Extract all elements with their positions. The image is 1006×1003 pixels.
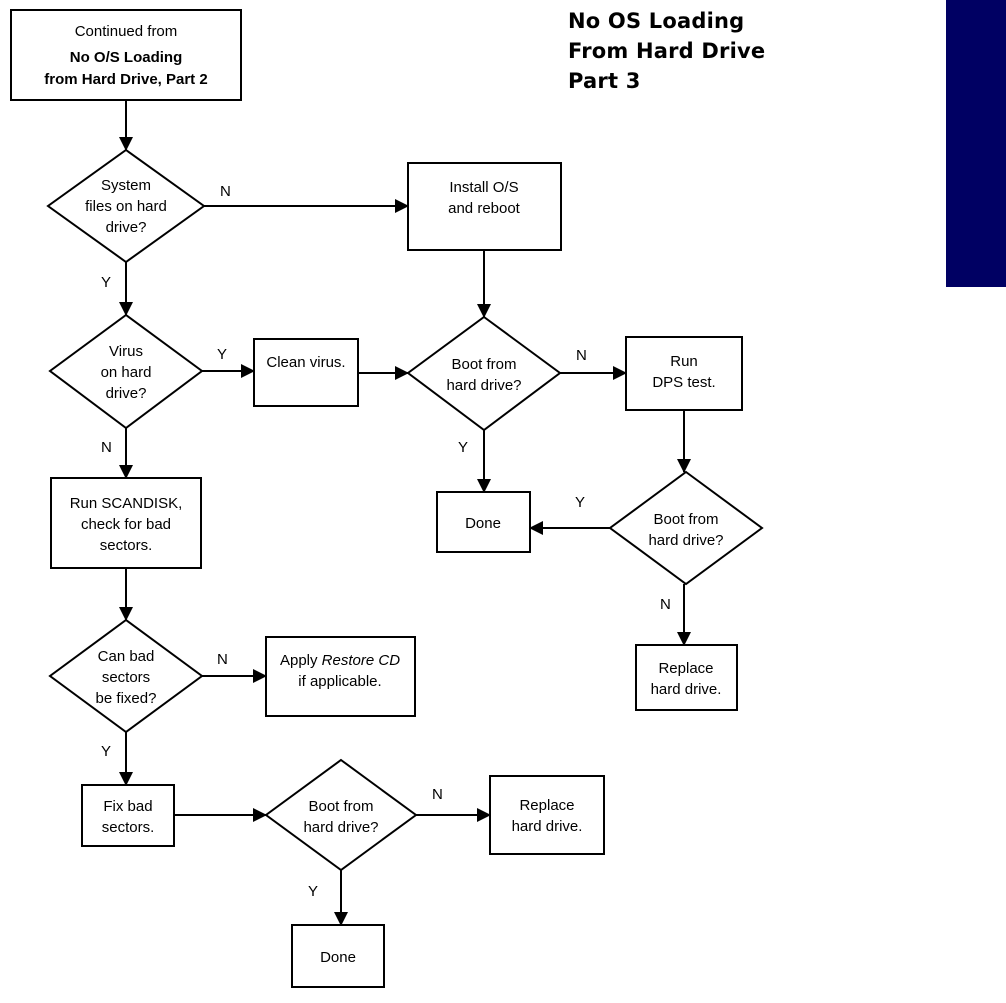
virus-line-2: on hard (101, 364, 152, 381)
system-files-line-2: files on hard (85, 198, 167, 215)
label-system-files-y: Y (101, 274, 111, 291)
apply-restore-italic: Restore CD (322, 652, 401, 669)
start-line-3: from Hard Drive, Part 2 (44, 71, 207, 88)
virus-line-1: Virus (109, 343, 143, 360)
boot1-line-2: hard drive? (446, 377, 521, 394)
replace2-line-1: Replace (519, 797, 574, 814)
apply-restore-box (265, 636, 416, 717)
can-fix-line-3: be fixed? (96, 690, 157, 707)
system-files-decision (46, 148, 206, 264)
label-boot1-y: Y (458, 439, 468, 456)
page-title: No OS Loading From Hard Drive Part 3 (568, 6, 765, 96)
fix-bad-line-2: sectors. (102, 819, 155, 836)
can-fix-line-1: Can bad (98, 648, 155, 665)
done1-box (436, 491, 531, 553)
replace1-line-2: hard drive. (651, 681, 722, 698)
start-line-2: No O/S Loading (70, 49, 183, 66)
run-scandisk-line-2: check for bad (81, 516, 171, 533)
fix-bad-box (81, 784, 175, 847)
boot1-line-1: Boot from (451, 356, 516, 373)
replace1-box (635, 644, 738, 711)
install-os-line-2: and reboot (448, 200, 521, 217)
title-line-1: No OS Loading (568, 9, 745, 33)
boot3-line-1: Boot from (308, 798, 373, 815)
install-os-line-1: Install O/S (449, 179, 518, 196)
apply-restore-line-1: Apply Restore CD (280, 652, 400, 669)
boot2-decision (608, 470, 764, 586)
fix-bad-line-1: Fix bad (103, 798, 152, 815)
label-boot1-n: N (576, 347, 587, 364)
system-files-line-3: drive? (106, 219, 147, 236)
label-can-fix-n: N (217, 651, 228, 668)
done2-box (291, 924, 385, 988)
start-line-1: Continued from (75, 23, 178, 40)
label-virus-y: Y (217, 346, 227, 363)
apply-restore-prefix: Apply (280, 652, 322, 669)
label-system-files-n: N (220, 183, 231, 200)
virus-decision (48, 313, 204, 430)
replace1-line-1: Replace (658, 660, 713, 677)
done2-text: Done (320, 949, 356, 966)
run-dps-line-2: DPS test. (652, 374, 715, 391)
run-dps-box (625, 336, 743, 411)
run-scandisk-line-1: Run SCANDISK, (70, 495, 183, 512)
label-virus-n: N (101, 439, 112, 456)
boot2-line-1: Boot from (653, 511, 718, 528)
label-boot2-n: N (660, 596, 671, 613)
apply-restore-line-2: if applicable. (298, 673, 381, 690)
boot3-decision (264, 758, 418, 872)
boot3-line-2: hard drive? (303, 819, 378, 836)
install-os-box (407, 162, 562, 251)
done1-text: Done (465, 515, 501, 532)
title-line-3: Part 3 (568, 69, 641, 93)
virus-line-3: drive? (106, 385, 147, 402)
section-tab (946, 0, 1006, 287)
replace2-line-2: hard drive. (512, 818, 583, 835)
clean-virus-line-1: Clean virus. (266, 354, 345, 371)
boot2-line-2: hard drive? (648, 532, 723, 549)
boot1-decision (406, 315, 562, 432)
label-boot3-y: Y (308, 883, 318, 900)
system-files-line-1: System (101, 177, 151, 194)
clean-virus-box (253, 338, 359, 407)
title-line-2: From Hard Drive (568, 39, 766, 63)
label-boot2-y: Y (575, 494, 585, 511)
start-box (10, 9, 242, 101)
can-fix-decision (48, 618, 204, 734)
label-boot3-n: N (432, 786, 443, 803)
replace2-box (489, 775, 605, 855)
label-can-fix-y: Y (101, 743, 111, 760)
run-scandisk-box (50, 477, 202, 569)
run-scandisk-line-3: sectors. (100, 537, 153, 554)
can-fix-line-2: sectors (102, 669, 150, 686)
run-dps-line-1: Run (670, 353, 698, 370)
